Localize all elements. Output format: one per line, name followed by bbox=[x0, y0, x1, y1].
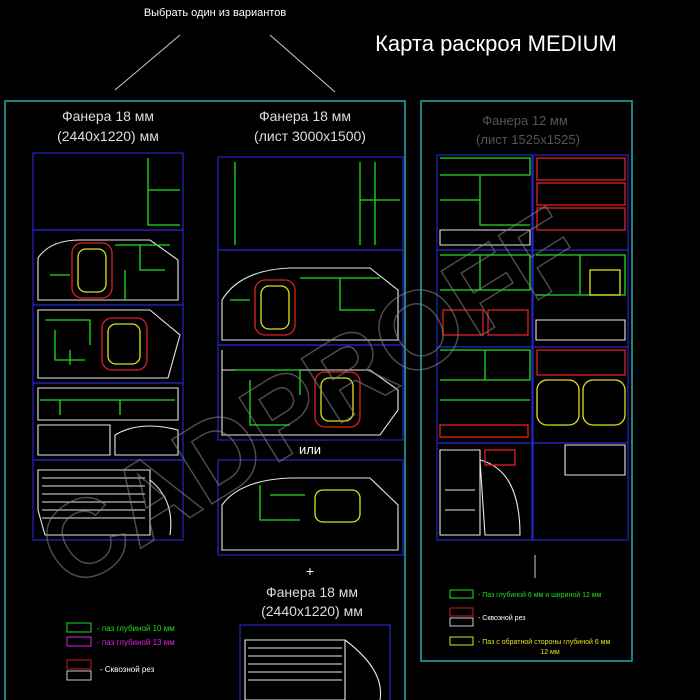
sheet bbox=[239, 624, 391, 700]
groove bbox=[582, 379, 626, 426]
sheet bbox=[532, 346, 629, 444]
groove bbox=[234, 162, 400, 245]
part bbox=[535, 319, 626, 341]
part bbox=[244, 639, 382, 700]
legend-label: - паз глубиной 13 мм bbox=[97, 638, 175, 647]
choose-note: Выбрать один из вариантов bbox=[144, 7, 287, 19]
part bbox=[439, 229, 531, 246]
frame-18mm bbox=[4, 100, 406, 700]
legend-swatch bbox=[66, 636, 92, 647]
groove bbox=[40, 399, 175, 415]
plus-label: + bbox=[306, 563, 314, 579]
right-sheets bbox=[436, 154, 629, 578]
groove bbox=[235, 369, 301, 426]
cutout bbox=[71, 242, 113, 299]
groove bbox=[320, 377, 354, 422]
mid-title-2: (лист 3000x1500) bbox=[254, 128, 366, 144]
left-title-1: Фанера 18 мм bbox=[62, 108, 154, 124]
groove bbox=[230, 277, 380, 311]
right-title-1: Фанера 12 мм bbox=[482, 113, 568, 128]
page-title: Карта раскроя MEDIUM bbox=[375, 31, 617, 56]
cutout bbox=[254, 279, 296, 336]
legend-label: - Паз глубиной 6 мм и шириной 12 мм bbox=[478, 591, 602, 599]
part bbox=[564, 444, 626, 476]
part bbox=[221, 267, 399, 341]
legend-swatch bbox=[449, 636, 474, 646]
legend-label: - паз глубиной 10 мм bbox=[97, 624, 175, 633]
right-title-2: (лист 1525x1525) bbox=[476, 132, 580, 147]
legend-right: - Паз глубиной 6 мм и шириной 12 мм - Ск… bbox=[449, 589, 610, 656]
legend-label: - Паз с обратной стороны глубиной 6 мм bbox=[478, 638, 610, 646]
legend-swatch bbox=[449, 589, 474, 599]
sheet bbox=[32, 229, 184, 306]
groove bbox=[589, 269, 621, 296]
cutout bbox=[536, 182, 626, 206]
legend-label-cont: 12 мм bbox=[540, 649, 560, 656]
part bbox=[37, 309, 181, 379]
groove bbox=[45, 319, 91, 365]
groove bbox=[260, 285, 290, 330]
sheet bbox=[32, 459, 184, 541]
groove bbox=[440, 254, 531, 291]
cutout bbox=[536, 349, 626, 376]
legend-swatch bbox=[66, 622, 92, 633]
part bbox=[221, 477, 399, 551]
groove bbox=[50, 244, 170, 300]
or-label: или bbox=[299, 442, 321, 457]
sheet bbox=[532, 442, 629, 541]
groove bbox=[107, 323, 141, 365]
frame-12mm bbox=[420, 100, 633, 662]
cutout bbox=[487, 309, 529, 336]
cutout bbox=[536, 207, 626, 231]
groove bbox=[440, 157, 531, 226]
cutout bbox=[484, 449, 516, 466]
sheet bbox=[32, 152, 184, 231]
groove bbox=[536, 379, 580, 426]
groove bbox=[536, 254, 626, 296]
sheet bbox=[436, 442, 533, 541]
legend-swatch bbox=[66, 659, 92, 670]
cutout bbox=[439, 424, 529, 438]
legend-label: - Сквозной рез bbox=[478, 614, 526, 622]
pointer-line-right bbox=[269, 34, 336, 93]
part bbox=[439, 449, 521, 536]
groove bbox=[147, 158, 180, 226]
part bbox=[221, 350, 399, 436]
cutout bbox=[314, 371, 361, 428]
groove bbox=[314, 489, 361, 523]
left-sheets bbox=[32, 152, 184, 541]
extra-title-1: Фанера 18 мм bbox=[266, 584, 358, 600]
cutout bbox=[536, 157, 626, 181]
groove bbox=[440, 349, 531, 401]
groove bbox=[77, 248, 107, 293]
legend-swatch bbox=[66, 670, 92, 681]
left-title-2: (2440x1220) мм bbox=[57, 128, 159, 144]
mid-title-1: Фанера 18 мм bbox=[259, 108, 351, 124]
part bbox=[37, 469, 172, 536]
legend-swatch bbox=[449, 617, 474, 627]
sheet bbox=[217, 459, 404, 556]
legend-label: - Сквозной рез bbox=[100, 665, 155, 674]
cutout bbox=[442, 309, 484, 336]
pointer-line-left bbox=[114, 34, 181, 91]
part bbox=[37, 239, 179, 301]
part bbox=[37, 387, 179, 456]
groove bbox=[259, 485, 305, 521]
sheet bbox=[217, 344, 404, 441]
mid-sheets: или + Фанера 18 мм (2440x1220) мм bbox=[217, 156, 404, 700]
cutout bbox=[101, 317, 148, 371]
legend-swatch bbox=[449, 607, 474, 617]
extra-title-2: (2440x1220) мм bbox=[261, 603, 363, 619]
legend-left: - паз глубиной 10 мм - паз глубиной 13 м… bbox=[66, 622, 175, 681]
watermark: CADPROFF bbox=[18, 184, 601, 612]
